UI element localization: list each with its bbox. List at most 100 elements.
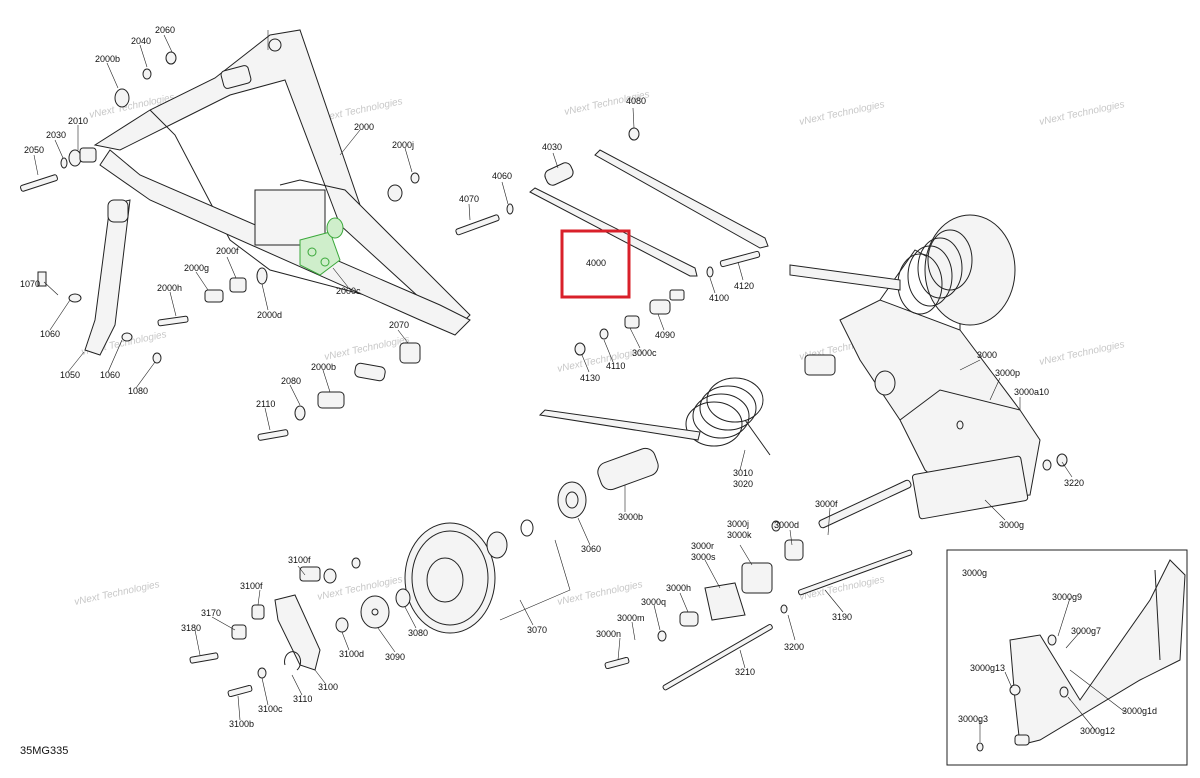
callout-2000h: 2000h [157,283,182,293]
callout-4110: 4110 [606,361,625,371]
callout-4130: 4130 [580,373,600,383]
callout-2040: 2040 [131,36,151,46]
callout-3000s: 3000s [691,552,716,562]
callout-3000g7: 3000g7 [1071,626,1101,636]
plate-2000c [299,231,341,276]
axle-3000b [597,447,659,491]
frame-3000 [839,299,1041,501]
callout-3080: 3080 [408,628,428,638]
callout-4090: 4090 [655,330,675,340]
callout-1050: 1050 [60,370,80,380]
callout-2000: 2000 [354,122,374,132]
callout-4000: 4000 [586,258,606,268]
callout-3000r: 3000r [691,541,714,551]
front-arm-assembly [20,29,471,441]
callout-3020: 3020 [733,479,753,489]
callout-2000g: 2000g [184,263,209,273]
callout-2070: 2070 [389,320,409,330]
callout-2000b-2: 2000b [311,362,336,372]
callout-3100d: 3100d [339,649,364,659]
inset-3000g [946,549,1188,766]
callout-3000g9: 3000g9 [1052,592,1082,602]
bolt-2050 [20,174,58,192]
diagram-code: 35MG335 [20,745,68,757]
callout-3000h: 3000h [666,583,691,593]
callout-2030: 2030 [46,130,66,140]
callout-3090: 3090 [385,652,405,662]
callout-3000m: 3000m [617,613,645,623]
callout-3000g1d: 3000g1d [1122,706,1157,716]
wheel-3070 [404,522,496,634]
callout-3100f-2: 3100f [240,581,263,591]
callout-2110: 2110 [256,399,275,409]
rod-3190 [797,549,913,596]
arm-2000 [93,29,471,331]
rod-3210 [662,623,773,691]
callout-3000g13: 3000g13 [970,663,1005,673]
callout-3210: 3210 [735,667,755,677]
callout-3000p: 3000p [995,368,1020,378]
callout-3000d: 3000d [774,520,799,530]
callout-3100b: 3100b [229,719,254,729]
arm-3100 [274,594,321,671]
callout-1060: 1060 [40,329,60,339]
inset-title: 3000g [962,568,987,578]
callout-3000b: 3000b [618,512,643,522]
callout-3200: 3200 [784,642,804,652]
callout-2080: 2080 [281,376,301,386]
spring-plate [924,214,1016,326]
leader-lines [33,34,1126,742]
rod-4030 [594,149,769,249]
bracket-2000 [254,189,326,246]
callout-3000g3: 3000g3 [958,714,988,724]
callout-3190: 3190 [832,612,852,622]
callout-2050: 2050 [24,145,44,155]
watermark: vNext Technologies [323,334,410,363]
watermark: vNext Technologies [556,346,643,375]
callout-4060: 4060 [492,171,512,181]
callout-4030: 4030 [542,142,562,152]
callout-3000c: 3000c [632,348,657,358]
watermark: vNext Technologies [73,579,160,608]
watermark: vNext Technologies [798,99,885,128]
callout-2060: 2060 [155,25,175,35]
callout-3170: 3170 [201,608,221,618]
callout-3000q: 3000q [641,597,666,607]
callout-4100: 4100 [709,293,729,303]
callout-3000k: 3000k [727,530,752,540]
callout-3100c: 3100c [258,704,283,714]
callout-1070: 1070 [20,279,40,289]
callout-4070: 4070 [459,194,479,204]
callout-3100: 3100 [318,682,338,692]
callout-3000n: 3000n [596,629,621,639]
link-assembly-4000 [455,127,769,356]
spring-3010 [685,377,764,447]
callout-2010: 2010 [68,116,88,126]
callout-2000f: 2000f [216,246,239,256]
callout-1080: 1080 [128,386,148,396]
bushing-upper [220,65,252,89]
callout-3000g12: 3000g12 [1080,726,1115,736]
callout-3000j: 3000j [727,519,749,529]
callout-4120: 4120 [734,281,754,291]
callout-3070: 3070 [527,625,547,635]
callout-3060: 3060 [581,544,601,554]
callout-3000: 3000 [977,350,997,360]
callout-3000a10: 3000a10 [1014,387,1049,397]
watermark: vNext Technologies [1038,99,1125,128]
callout-4080: 4080 [626,96,646,106]
rear-frame-assembly [189,214,1068,698]
callout-3100f: 3100f [288,555,311,565]
callout-2000b: 2000b [95,54,120,64]
callout-labels: 2060 2040 2000b 2010 2030 2050 2000 2000… [20,25,1157,757]
callout-3010: 3010 [733,468,753,478]
watermark: vNext Technologies [1038,339,1125,368]
lever-1050 [84,199,131,356]
callout-2000c: 2000c [336,286,361,296]
callout-2000d: 2000d [257,310,282,320]
watermark: vNext Technologies [556,579,643,608]
callout-3110: 3110 [293,694,312,704]
callout-3000g: 3000g [999,520,1024,530]
shaft-3000f [818,479,912,529]
